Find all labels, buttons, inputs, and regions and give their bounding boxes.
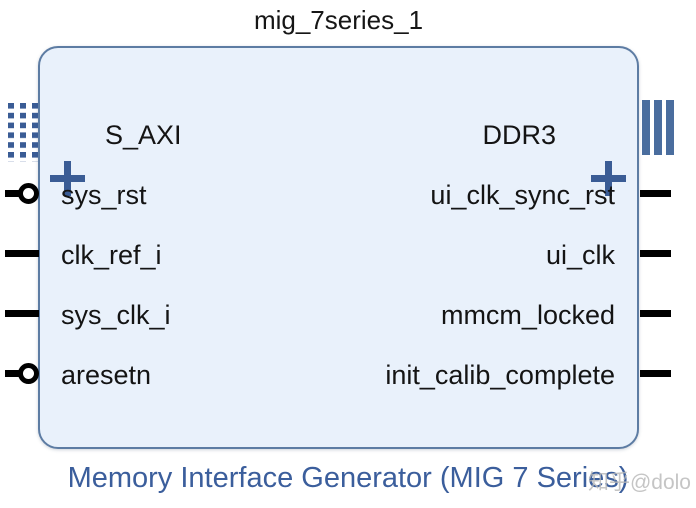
interface-pin-dashed-icon[interactable] [8, 103, 39, 163]
interface-label-ddr3[interactable]: DDR3 [482, 120, 556, 150]
pin-line [5, 370, 19, 377]
block-instance-name: mig_7series_1 [253, 5, 424, 35]
pin-line [5, 190, 19, 197]
port-label-sys-rst[interactable]: sys_rst [61, 180, 147, 210]
pin-ui-clk[interactable] [640, 250, 671, 257]
port-label-mmcm-locked[interactable]: mmcm_locked [440, 300, 615, 330]
pin-ui-clk-sync-rst[interactable] [640, 190, 671, 197]
pin-sys-clk-i[interactable] [5, 310, 39, 317]
port-label-ui-clk-sync-rst[interactable]: ui_clk_sync_rst [430, 180, 615, 210]
pin-clk-ref-i[interactable] [5, 250, 39, 257]
dashed-bars-glyph [8, 103, 39, 162]
inverted-pin-bubble-icon [18, 363, 39, 384]
solid-bar [666, 100, 674, 155]
pin-mmcm-locked[interactable] [640, 310, 671, 317]
plus-vertical-bar [64, 161, 71, 196]
interface-label-s-axi[interactable]: S_AXI [105, 120, 182, 150]
watermark-text: 知乎@dolo [587, 471, 691, 494]
port-label-aresetn[interactable]: aresetn [61, 360, 152, 390]
port-label-init-calib-complete[interactable]: init_calib_complete [385, 360, 615, 390]
ip-type-caption: Memory Interface Generator (MIG 7 Series… [67, 462, 629, 494]
pin-init-calib-complete[interactable] [640, 370, 671, 377]
port-label-clk-ref-i[interactable]: clk_ref_i [61, 240, 162, 270]
solid-bar [654, 100, 662, 155]
port-label-ui-clk[interactable]: ui_clk [545, 240, 615, 270]
solid-bar [642, 100, 650, 155]
port-label-sys-clk-i[interactable]: sys_clk_i [61, 300, 171, 330]
plus-vertical-bar [605, 161, 612, 196]
interface-pin-solid-icon[interactable] [642, 100, 674, 155]
mig-ip-block[interactable]: S_AXI DDR3 sys_rst clk_ref_i sys_clk_i a… [38, 46, 639, 449]
expand-plus-icon[interactable] [591, 161, 626, 196]
expand-plus-icon[interactable] [50, 161, 85, 196]
inverted-pin-bubble-icon [18, 183, 39, 204]
